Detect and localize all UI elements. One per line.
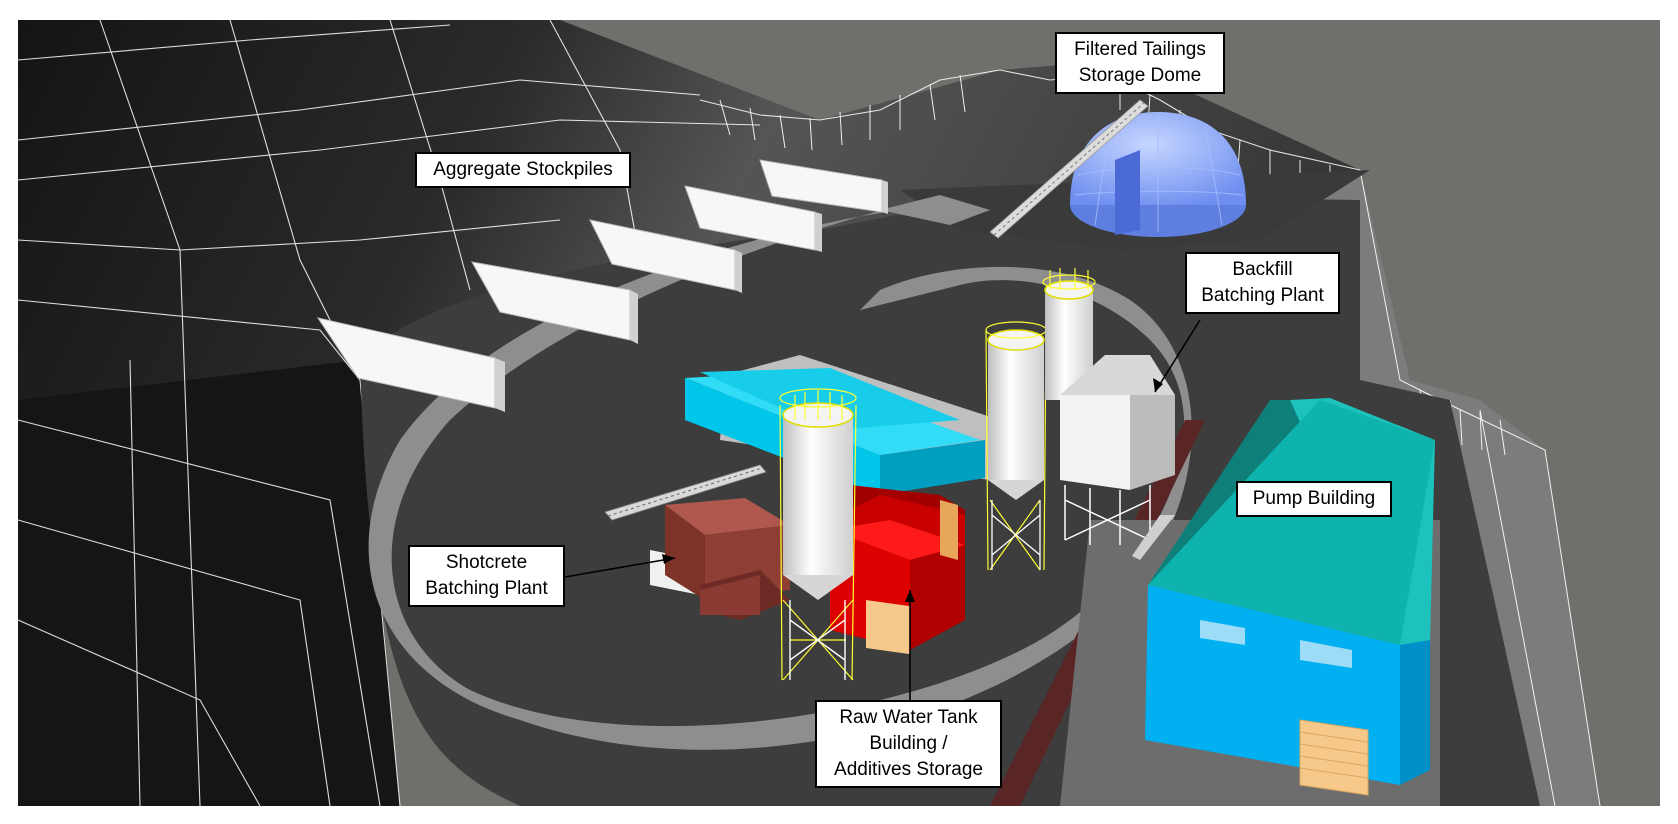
- shotcrete-conveyor: [604, 464, 767, 521]
- terrain-lower-left: [18, 360, 400, 806]
- raw-water-tank-building: [830, 485, 965, 655]
- callout-arrows: [564, 319, 1201, 702]
- pump-building-door: [1299, 719, 1369, 796]
- haul-road-entry: [880, 195, 990, 225]
- tailings-conveyor: [989, 99, 1149, 239]
- arrow-backfill: [1154, 319, 1201, 393]
- silo-front: [779, 388, 857, 681]
- silo-middle: [985, 321, 1047, 571]
- arrow-shotcrete: [564, 557, 676, 578]
- label-raw-water-tank: Raw Water Tank Building / Additives Stor…: [815, 700, 1002, 788]
- label-shotcrete-plant: Shotcrete Batching Plant: [408, 545, 565, 607]
- backfill-batching-plant: [1060, 355, 1175, 560]
- label-pump-building: Pump Building: [1236, 481, 1392, 517]
- label-backfill-plant: Backfill Batching Plant: [1185, 252, 1340, 314]
- pump-building: [1145, 398, 1435, 796]
- raw-water-door: [866, 600, 910, 655]
- label-aggregate-stockpiles: Aggregate Stockpiles: [415, 152, 631, 188]
- aggregate-stockpile-walls: [316, 159, 883, 409]
- shotcrete-batching-plant: [650, 498, 790, 620]
- label-tailings-dome: Filtered Tailings Storage Dome: [1055, 32, 1225, 94]
